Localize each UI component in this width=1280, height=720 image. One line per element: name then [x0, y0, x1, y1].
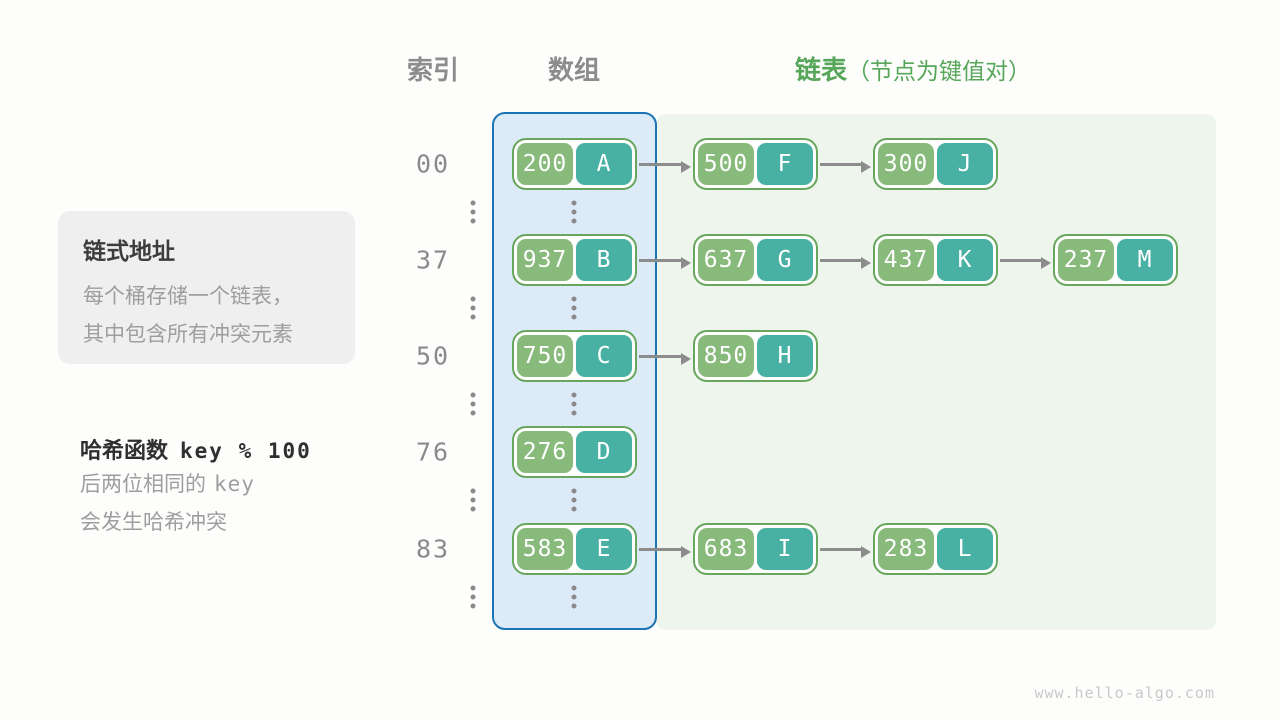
- list-header-label: 链表: [795, 55, 848, 85]
- node-key: 683: [698, 528, 754, 570]
- next-pointer-arrow: [1000, 257, 1051, 269]
- node-value: G: [757, 239, 813, 281]
- node-key: 850: [698, 335, 754, 377]
- node-value: A: [576, 143, 632, 185]
- array-column-header: 数组: [547, 55, 600, 85]
- vertical-ellipsis-icon: [470, 582, 476, 613]
- bucket-index-label: 00: [415, 149, 451, 179]
- next-pointer-arrow: [820, 257, 871, 269]
- node-value: B: [576, 239, 632, 281]
- node-value: D: [576, 431, 632, 473]
- watermark: www.hello-algo.com: [1034, 684, 1215, 702]
- vertical-ellipsis-icon: [571, 485, 577, 516]
- vertical-ellipsis-icon: [470, 389, 476, 420]
- vertical-ellipsis-icon: [470, 485, 476, 516]
- hash-note-line1-text: 后两位相同的: [80, 473, 206, 496]
- node-key: 583: [517, 528, 573, 570]
- node-value: M: [1117, 239, 1173, 281]
- vertical-ellipsis-icon: [470, 293, 476, 324]
- bucket-index-label: 76: [415, 437, 451, 467]
- annotation-line: 每个桶存储一个链表，: [83, 285, 293, 308]
- node-value: I: [757, 528, 813, 570]
- node-key: 937: [517, 239, 573, 281]
- list-header-note: （节点为键值对）: [847, 58, 1032, 84]
- node-key: 750: [517, 335, 573, 377]
- vertical-ellipsis-icon: [470, 197, 476, 228]
- bucket-index-label: 37: [415, 245, 451, 275]
- bucket-index-label: 83: [415, 534, 451, 564]
- bucket-index-label: 50: [415, 341, 451, 371]
- hash-note-line: 后两位相同的 key: [80, 465, 312, 504]
- next-pointer-arrow: [639, 257, 691, 269]
- hash-note-title: 哈希函数 key % 100: [80, 433, 312, 465]
- next-pointer-arrow: [639, 353, 691, 365]
- next-pointer-arrow: [820, 546, 871, 558]
- list-column-header: 链表（节点为键值对）: [795, 54, 1031, 87]
- node-value: H: [757, 335, 813, 377]
- node-value: J: [937, 143, 993, 185]
- hash-function-note: 哈希函数 key % 100 后两位相同的 key 会发生哈希冲突: [80, 433, 312, 542]
- node-key: 637: [698, 239, 754, 281]
- annotation-title: 链式地址: [83, 238, 175, 264]
- node-value: E: [576, 528, 632, 570]
- hash-note-line1-code: key: [214, 472, 255, 496]
- node-key: 276: [517, 431, 573, 473]
- next-pointer-arrow: [639, 161, 691, 173]
- node-key: 283: [878, 528, 934, 570]
- node-value: F: [757, 143, 813, 185]
- next-pointer-arrow: [820, 161, 871, 173]
- node-value: C: [576, 335, 632, 377]
- vertical-ellipsis-icon: [571, 582, 577, 613]
- next-pointer-arrow: [639, 546, 691, 558]
- vertical-ellipsis-icon: [571, 197, 577, 228]
- hash-note-line: 会发生哈希冲突: [80, 511, 227, 534]
- vertical-ellipsis-icon: [571, 389, 577, 420]
- node-key: 200: [517, 143, 573, 185]
- chaining-annotation-box: 链式地址 每个桶存储一个链表， 其中包含所有冲突元素: [58, 211, 355, 364]
- node-key: 500: [698, 143, 754, 185]
- node-key: 237: [1058, 239, 1114, 281]
- index-column-header: 索引: [406, 55, 459, 85]
- vertical-ellipsis-icon: [571, 293, 577, 324]
- node-value: K: [937, 239, 993, 281]
- node-key: 300: [878, 143, 934, 185]
- node-value: L: [937, 528, 993, 570]
- hash-note-title-code: key % 100: [180, 439, 312, 463]
- node-key: 437: [878, 239, 934, 281]
- hash-note-title-text: 哈希函数: [80, 438, 169, 463]
- annotation-line: 其中包含所有冲突元素: [83, 323, 293, 346]
